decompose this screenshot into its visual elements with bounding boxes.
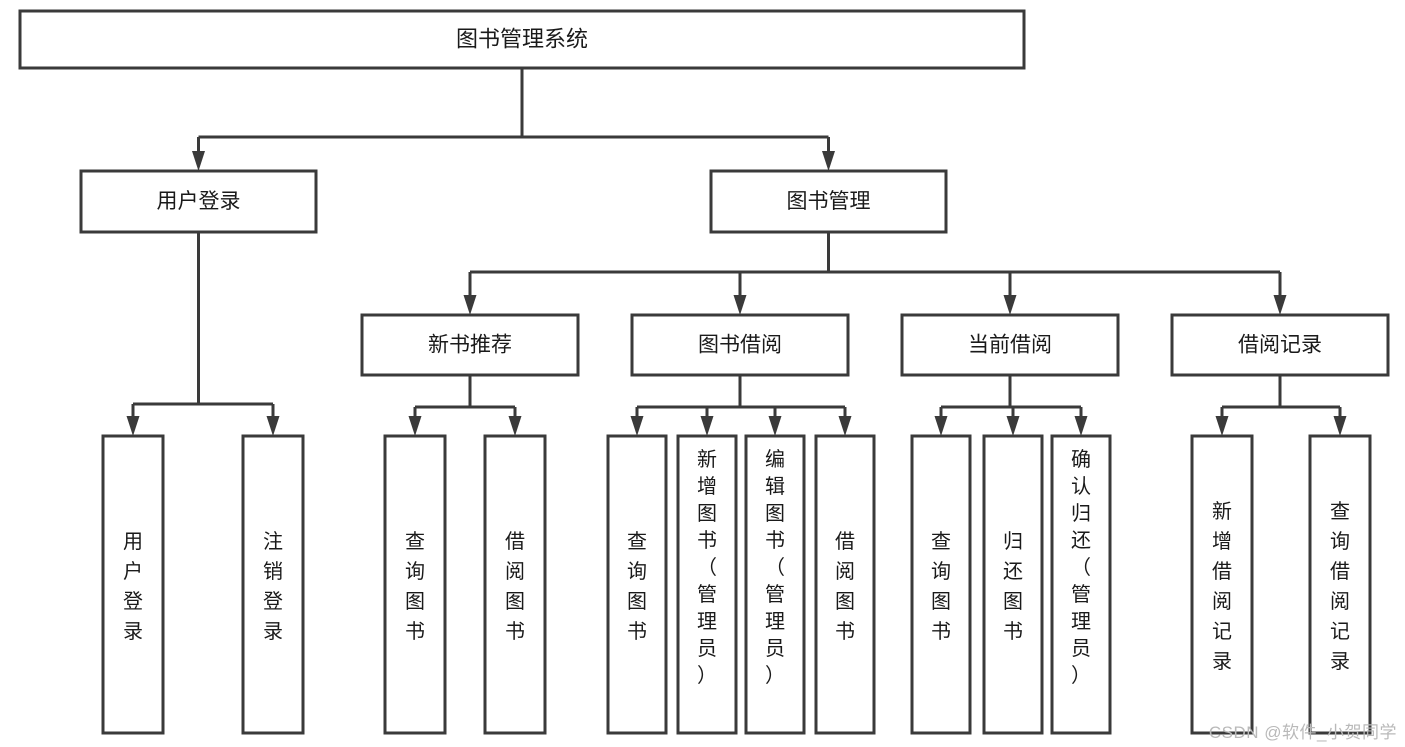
connector-group — [630, 375, 852, 436]
node-label: 查询借阅记录 — [1330, 500, 1350, 673]
connector-arrow-icon — [1215, 416, 1229, 436]
connector-arrow-icon — [768, 416, 782, 436]
node-box[interactable] — [606, 434, 668, 735]
node-label: 借阅图书 — [505, 530, 525, 643]
node-label: 借阅图书 — [835, 530, 855, 643]
node-box[interactable] — [900, 313, 1120, 377]
connector-group — [1215, 375, 1347, 436]
node-box[interactable] — [630, 313, 850, 377]
connector-arrow-icon — [126, 416, 140, 436]
node-box[interactable] — [1190, 434, 1254, 735]
node-root[interactable]: 图书管理系统 — [18, 9, 1026, 70]
node-leaf-query-book-rec[interactable]: 查询图书 — [383, 434, 447, 735]
node-leaf-user-login[interactable]: 用户登录 — [101, 434, 165, 735]
connector-arrow-icon — [1273, 295, 1287, 315]
connector-arrow-icon — [463, 295, 477, 315]
node-box[interactable] — [1308, 434, 1372, 735]
node-label: 归还图书 — [1003, 530, 1023, 643]
node-box[interactable] — [910, 434, 972, 735]
node-label: 当前借阅 — [968, 334, 1052, 357]
node-box[interactable] — [982, 434, 1044, 735]
connector-arrow-icon — [700, 416, 714, 436]
node-box[interactable] — [744, 434, 806, 735]
node-label: 确认归还（管理员） — [1071, 448, 1091, 687]
node-box[interactable] — [101, 434, 165, 735]
connector-group — [192, 68, 835, 171]
connector-arrow-icon — [822, 151, 835, 171]
node-leaf-query-book-cur[interactable]: 查询图书 — [910, 434, 972, 735]
connector-arrow-icon — [408, 416, 422, 436]
node-box[interactable] — [1170, 313, 1390, 377]
node-label: 编辑图书（管理员） — [765, 448, 785, 687]
node-current-borrow[interactable]: 当前借阅 — [900, 313, 1120, 377]
node-leaf-user-logout[interactable]: 注销登录 — [241, 434, 305, 735]
node-leaf-add-book[interactable]: 新增图书（管理员） — [676, 434, 738, 735]
node-box[interactable] — [676, 434, 738, 735]
node-label: 新增图书（管理员） — [697, 448, 717, 687]
node-book-borrow[interactable]: 图书借阅 — [630, 313, 850, 377]
connector-arrow-icon — [266, 416, 280, 436]
node-label: 新书推荐 — [428, 334, 512, 357]
connector-arrow-icon — [1006, 416, 1020, 436]
node-new-book-recommend[interactable]: 新书推荐 — [360, 313, 580, 377]
node-label: 查询图书 — [931, 530, 951, 643]
connector-arrow-icon — [733, 295, 747, 315]
node-label: 用户登录 — [157, 190, 241, 213]
node-box[interactable] — [241, 434, 305, 735]
connector-group — [463, 232, 1287, 315]
connector-group — [934, 375, 1088, 436]
node-book-manage[interactable]: 图书管理 — [709, 169, 948, 234]
node-box[interactable] — [79, 169, 318, 234]
node-box[interactable] — [383, 434, 447, 735]
node-label: 借阅记录 — [1238, 334, 1322, 357]
connector-arrow-icon — [1074, 416, 1088, 436]
node-box[interactable] — [709, 169, 948, 234]
node-leaf-query-book-borrow[interactable]: 查询图书 — [606, 434, 668, 735]
node-leaf-confirm-return[interactable]: 确认归还（管理员） — [1050, 434, 1112, 735]
connector-arrow-icon — [934, 416, 948, 436]
node-leaf-query-record[interactable]: 查询借阅记录 — [1308, 434, 1372, 735]
node-box[interactable] — [483, 434, 547, 735]
node-leaf-edit-book[interactable]: 编辑图书（管理员） — [744, 434, 806, 735]
node-box[interactable] — [360, 313, 580, 377]
connector-group — [408, 375, 522, 436]
node-label: 查询图书 — [405, 530, 425, 643]
connector-arrow-icon — [630, 416, 644, 436]
connector-arrow-icon — [1333, 416, 1347, 436]
connector-arrow-icon — [1003, 295, 1017, 315]
node-label: 用户登录 — [123, 531, 143, 643]
node-leaf-borrow-book-rec[interactable]: 借阅图书 — [483, 434, 547, 735]
node-label: 注销登录 — [263, 530, 283, 643]
connector-arrow-icon — [508, 416, 522, 436]
node-label: 查询图书 — [627, 530, 647, 643]
node-box[interactable] — [1050, 434, 1112, 735]
node-box[interactable] — [18, 9, 1026, 70]
node-label: 新增借阅记录 — [1212, 500, 1232, 673]
node-label: 图书管理 — [787, 190, 871, 213]
node-box[interactable] — [814, 434, 876, 735]
node-user-login[interactable]: 用户登录 — [79, 169, 318, 234]
connector-arrow-icon — [838, 416, 852, 436]
node-leaf-return-book[interactable]: 归还图书 — [982, 434, 1044, 735]
connector-group — [126, 232, 280, 436]
node-leaf-add-record[interactable]: 新增借阅记录 — [1190, 434, 1254, 735]
connector-arrow-icon — [192, 151, 205, 171]
node-borrow-record[interactable]: 借阅记录 — [1170, 313, 1390, 377]
node-leaf-borrow-book[interactable]: 借阅图书 — [814, 434, 876, 735]
node-label: 图书借阅 — [698, 334, 782, 357]
diagram-title: 图书管理系统 — [456, 26, 588, 51]
